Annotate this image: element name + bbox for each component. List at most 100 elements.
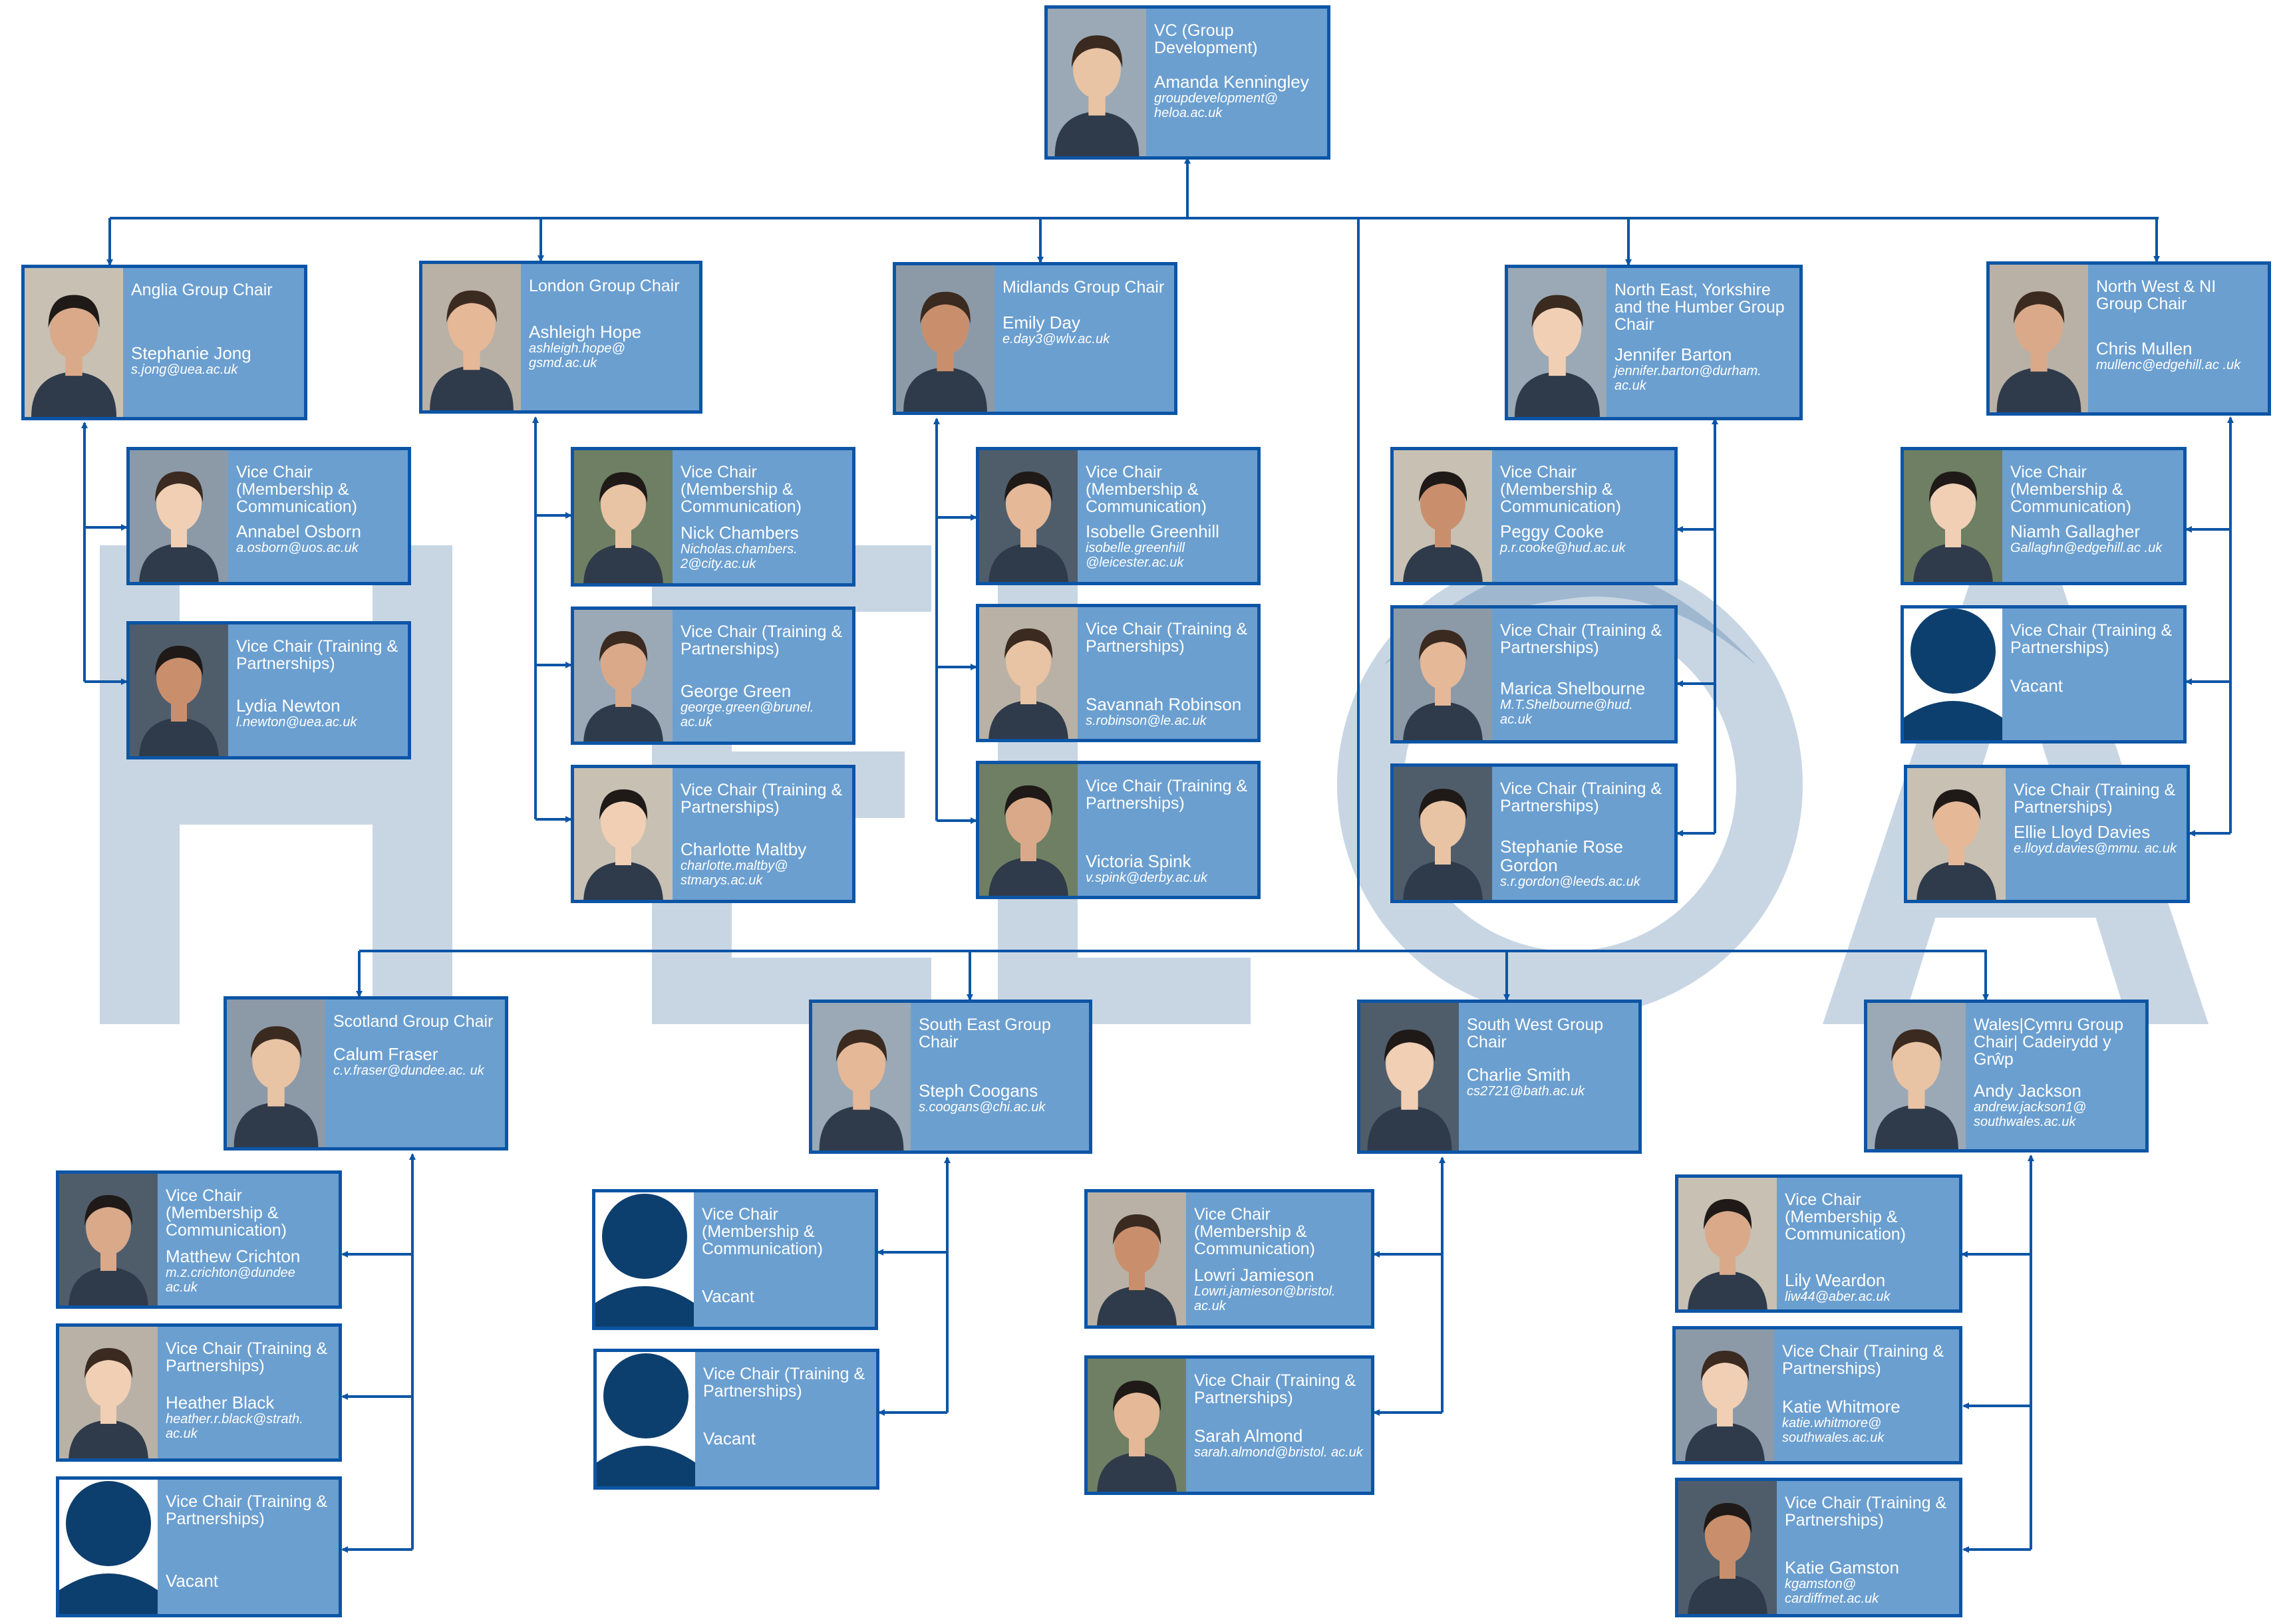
profile-photo — [1676, 1329, 1774, 1461]
profile-photo — [1394, 767, 1492, 900]
card-wales-group-chair: Wales|Cymru Group Chair| Cadeirydd y Grŵ… — [1864, 1000, 2149, 1152]
person-name: Isobelle Greenhill — [1086, 521, 1219, 541]
person-name: Katie Gamston — [1785, 1557, 1899, 1577]
profile-photo — [1867, 1003, 1966, 1149]
vacant-avatar-icon — [597, 1352, 695, 1486]
email-address: s.robinson@le.ac.uk — [1086, 714, 1207, 728]
card-north-west-ni-group-chair: North West & NI Group Chair Chris Mullen… — [1986, 261, 2271, 416]
person-name: Nick Chambers — [681, 523, 799, 543]
profile-photo — [130, 624, 228, 756]
person-name: Lydia Newton — [236, 696, 341, 716]
vacant-avatar-icon — [59, 1480, 158, 1614]
profile-photo — [1678, 1178, 1777, 1309]
card-vice-chair: Vice Chair (Training & Partnerships) Sar… — [1084, 1355, 1374, 1495]
person-name: Jennifer Barton — [1614, 344, 1732, 364]
email-address: jennifer.barton@durham. ac.uk — [1614, 364, 1761, 393]
person-photo-icon — [574, 610, 673, 742]
role-title: Vice Chair (Membership & Communication) — [1500, 463, 1622, 516]
person-photo-icon — [812, 1003, 911, 1150]
email-address: Gallaghn@edgehill.ac .uk — [2010, 541, 2163, 555]
person-name: Charlotte Maltby — [681, 839, 807, 859]
person-photo-icon — [574, 450, 673, 583]
person-photo-icon — [1990, 265, 2088, 412]
card-vice-chair: Vice Chair (Membership & Communication) … — [571, 447, 855, 587]
profile-photo — [574, 768, 673, 900]
profile-photo — [59, 1480, 158, 1614]
person-name: Vacant — [2010, 676, 2063, 696]
person-name: Ashleigh Hope — [529, 322, 642, 342]
person-photo-icon — [1676, 1329, 1774, 1461]
card-vice-chair: Vice Chair (Membership & Communication) … — [976, 447, 1261, 585]
person-name: Vacant — [166, 1571, 219, 1591]
role-title: South East Group Chair — [919, 1015, 1051, 1051]
role-title: Vice Chair (Training & Partnerships) — [1500, 779, 1662, 815]
role-title: Vice Chair (Training & Partnerships) — [1785, 1494, 1947, 1530]
profile-photo — [1678, 1481, 1777, 1614]
email-address: c.v.fraser@dundee.ac. uk — [333, 1063, 484, 1078]
person-photo-icon — [574, 768, 673, 900]
role-title: Vice Chair (Membership & Communication) — [1086, 463, 1207, 516]
email-address: Lowri.jamieson@bristol. ac.uk — [1194, 1284, 1336, 1313]
person-photo-icon — [979, 607, 1078, 739]
person-name: Heather Black — [166, 1393, 275, 1413]
person-name: Peggy Cooke — [1500, 521, 1604, 541]
card-vice-chair: Vice Chair (Training & Partnerships) Lyd… — [126, 621, 411, 759]
person-photo-icon — [422, 264, 521, 410]
card-vice-chair: Vice Chair (Membership & Communication) … — [1901, 447, 2187, 585]
person-name: Andy Jackson — [1974, 1081, 2081, 1101]
card-vice-chair-vacant: Vice Chair (Membership & Communication) … — [592, 1189, 878, 1330]
email-address: sarah.almond@bristol. ac.uk — [1194, 1445, 1363, 1460]
person-name: Vacant — [703, 1428, 756, 1448]
person-name: Victoria Spink — [1086, 851, 1191, 871]
profile-photo — [227, 1000, 325, 1147]
email-address: l.newton@uea.ac.uk — [236, 715, 357, 730]
role-title: South West Group Chair — [1467, 1015, 1604, 1051]
email-address: george.green@brunel. ac.uk — [681, 700, 814, 730]
person-photo-icon — [1088, 1359, 1186, 1492]
role-title: Vice Chair (Training & Partnerships) — [681, 622, 843, 658]
person-photo-icon — [1088, 1192, 1186, 1325]
vacant-avatar-icon — [595, 1192, 694, 1327]
profile-photo — [979, 450, 1078, 582]
email-address: kgamston@ cardiffmet.ac.uk — [1785, 1577, 1879, 1606]
email-address: s.r.gordon@leeds.ac.uk — [1500, 875, 1640, 889]
profile-photo — [574, 450, 673, 583]
person-name: Savannah Robinson — [1086, 694, 1242, 714]
person-name: Chris Mullen — [2096, 338, 2193, 358]
email-address: e.lloyd.davies@mmu. ac.uk — [2014, 841, 2177, 856]
role-title: Midlands Group Chair — [1002, 278, 1165, 297]
card-vice-chair: Vice Chair (Training & Partnerships) Sav… — [976, 604, 1261, 742]
watermark-swirl — [1384, 565, 1756, 665]
person-photo-icon — [1394, 609, 1492, 740]
role-title: North West & NI Group Chair — [2096, 277, 2216, 313]
profile-photo — [130, 450, 228, 582]
role-title: Vice Chair (Training & Partnerships) — [2014, 781, 2176, 817]
person-photo-icon — [59, 1174, 158, 1305]
profile-photo — [1907, 768, 2006, 900]
person-name: Steph Coogans — [919, 1081, 1038, 1101]
role-title: Vice Chair (Membership & Communication) — [236, 463, 358, 516]
card-anglia-group-chair: Anglia Group Chair Stephanie Jong s.jong… — [21, 265, 307, 420]
profile-photo — [1904, 609, 2002, 740]
role-title: Vice Chair (Training & Partnerships) — [2010, 621, 2173, 657]
person-photo-icon — [25, 268, 123, 417]
role-title: Vice Chair (Membership & Communication) — [702, 1205, 824, 1258]
profile-photo — [574, 610, 673, 742]
person-name: Amanda Kenningley — [1154, 72, 1309, 92]
profile-photo — [1360, 1003, 1459, 1150]
card-vice-chair: Vice Chair (Membership & Communication) … — [126, 447, 411, 585]
person-name: Charlie Smith — [1467, 1065, 1571, 1085]
email-address: s.jong@uea.ac.uk — [131, 362, 238, 377]
email-address: andrew.jackson1@ southwales.ac.uk — [1974, 1100, 2087, 1129]
email-address: v.spink@derby.ac.uk — [1086, 871, 1207, 885]
email-address: M.T.Shelbourne@hud. ac.uk — [1500, 698, 1633, 727]
email-address: katie.whitmore@ southwales.ac.uk — [1782, 1416, 1885, 1445]
email-address: liw44@aber.ac.uk — [1785, 1289, 1891, 1304]
role-title: Vice Chair (Membership & Communication) — [1194, 1205, 1316, 1258]
person-name: Katie Whitmore — [1782, 1397, 1901, 1417]
person-photo-icon — [227, 1000, 325, 1147]
profile-photo — [597, 1352, 695, 1486]
card-vice-chair: Vice Chair (Training & Partnerships) Vic… — [976, 761, 1261, 899]
person-photo-icon — [130, 450, 228, 582]
